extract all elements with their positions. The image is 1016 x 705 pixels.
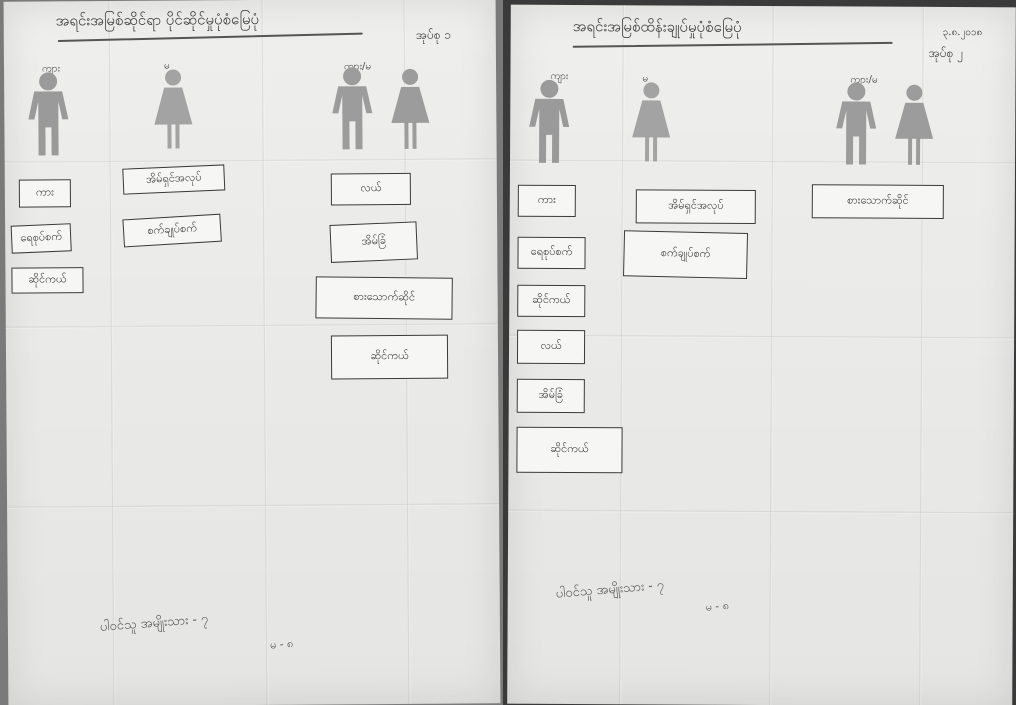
left-photo: အရင်းအမြစ်ဆိုင်ရာ ပိုင်ဆိုင်မှုပုံစံမြေပ… xyxy=(0,0,503,705)
card-men-1: ရေစုပ်စက် xyxy=(11,223,72,253)
card-men-2: ဆိုင်ကယ် xyxy=(517,285,585,317)
fold-line xyxy=(508,510,1013,515)
card-shared-0: လယ် xyxy=(331,173,411,206)
card-women-1: စက်ချုပ်စက် xyxy=(122,214,221,248)
card-men-5: ဆိုင်ကယ် xyxy=(516,427,622,474)
card-shared-0: စားသောက်ဆိုင် xyxy=(812,184,944,219)
woman-figure-icon xyxy=(148,66,199,152)
group-tag: အုပ်စု ၁ xyxy=(416,27,451,45)
fold-line xyxy=(769,6,775,705)
fold-line xyxy=(262,0,269,705)
right-photo: အရင်းအမြစ်ထိန်းချုပ်မှုပုံစံမြေပုံ ၃.၈.၂… xyxy=(503,0,1016,705)
card-women-0: အိမ်ရှင်အလုပ် xyxy=(122,164,225,194)
title-underline xyxy=(58,33,363,42)
participant-count-women: မ - ၈ xyxy=(705,599,730,617)
fold-line xyxy=(7,503,499,508)
date-text: ၃.၈.၂၀၁၈ xyxy=(943,25,983,40)
card-women-1: စက်ချုပ်စက် xyxy=(623,230,748,279)
card-men-4: အိမ်ခြံ xyxy=(517,379,585,413)
couple-figure-icon xyxy=(826,80,946,169)
card-women-0: အိမ်ရှင်အလုပ် xyxy=(636,189,756,224)
group-tag: အုပ်စု ၂ xyxy=(929,45,963,63)
card-shared-3: ဆိုင်ကယ် xyxy=(331,335,448,380)
participant-count-women: မ - ၈ xyxy=(269,637,293,655)
poster-title: အရင်းအမြစ်ထိန်းချုပ်မှုပုံစံမြေပုံ xyxy=(573,17,742,40)
man-figure-icon xyxy=(518,77,580,167)
fold-line xyxy=(6,323,498,328)
participant-count-men: ပါဝင်သူ အမျိုးသား - ၇ xyxy=(555,577,665,605)
left-poster: အရင်းအမြစ်ဆိုင်ရာ ပိုင်ဆိုင်မှုပုံစံမြေပ… xyxy=(4,0,501,705)
card-men-0: ကား xyxy=(19,179,71,207)
card-shared-2: စားသောက်ဆိုင် xyxy=(315,276,452,319)
participant-count-men: ပါဝင်သူ အမျိုးသား - ၇ xyxy=(99,611,209,638)
card-shared-1: အိမ်ခြံ xyxy=(329,221,418,263)
right-poster: အရင်းအမြစ်ထိန်းချုပ်မှုပုံစံမြေပုံ ၃.၈.၂… xyxy=(507,5,1016,705)
poster-title: အရင်းအမြစ်ဆိုင်ရာ ပိုင်ဆိုင်မှုပုံစံမြေပ… xyxy=(56,10,260,33)
title-underline xyxy=(573,42,893,48)
woman-figure-icon xyxy=(626,79,676,165)
fold-line xyxy=(109,1,116,705)
couple-figure-icon xyxy=(322,65,443,154)
card-men-2: ဆိုင်ကယ် xyxy=(11,267,83,294)
card-men-3: လယ် xyxy=(517,330,585,364)
card-men-0: ကား xyxy=(518,185,576,217)
card-men-1: ရေစုပ်စက် xyxy=(517,237,585,269)
man-figure-icon xyxy=(18,69,79,161)
